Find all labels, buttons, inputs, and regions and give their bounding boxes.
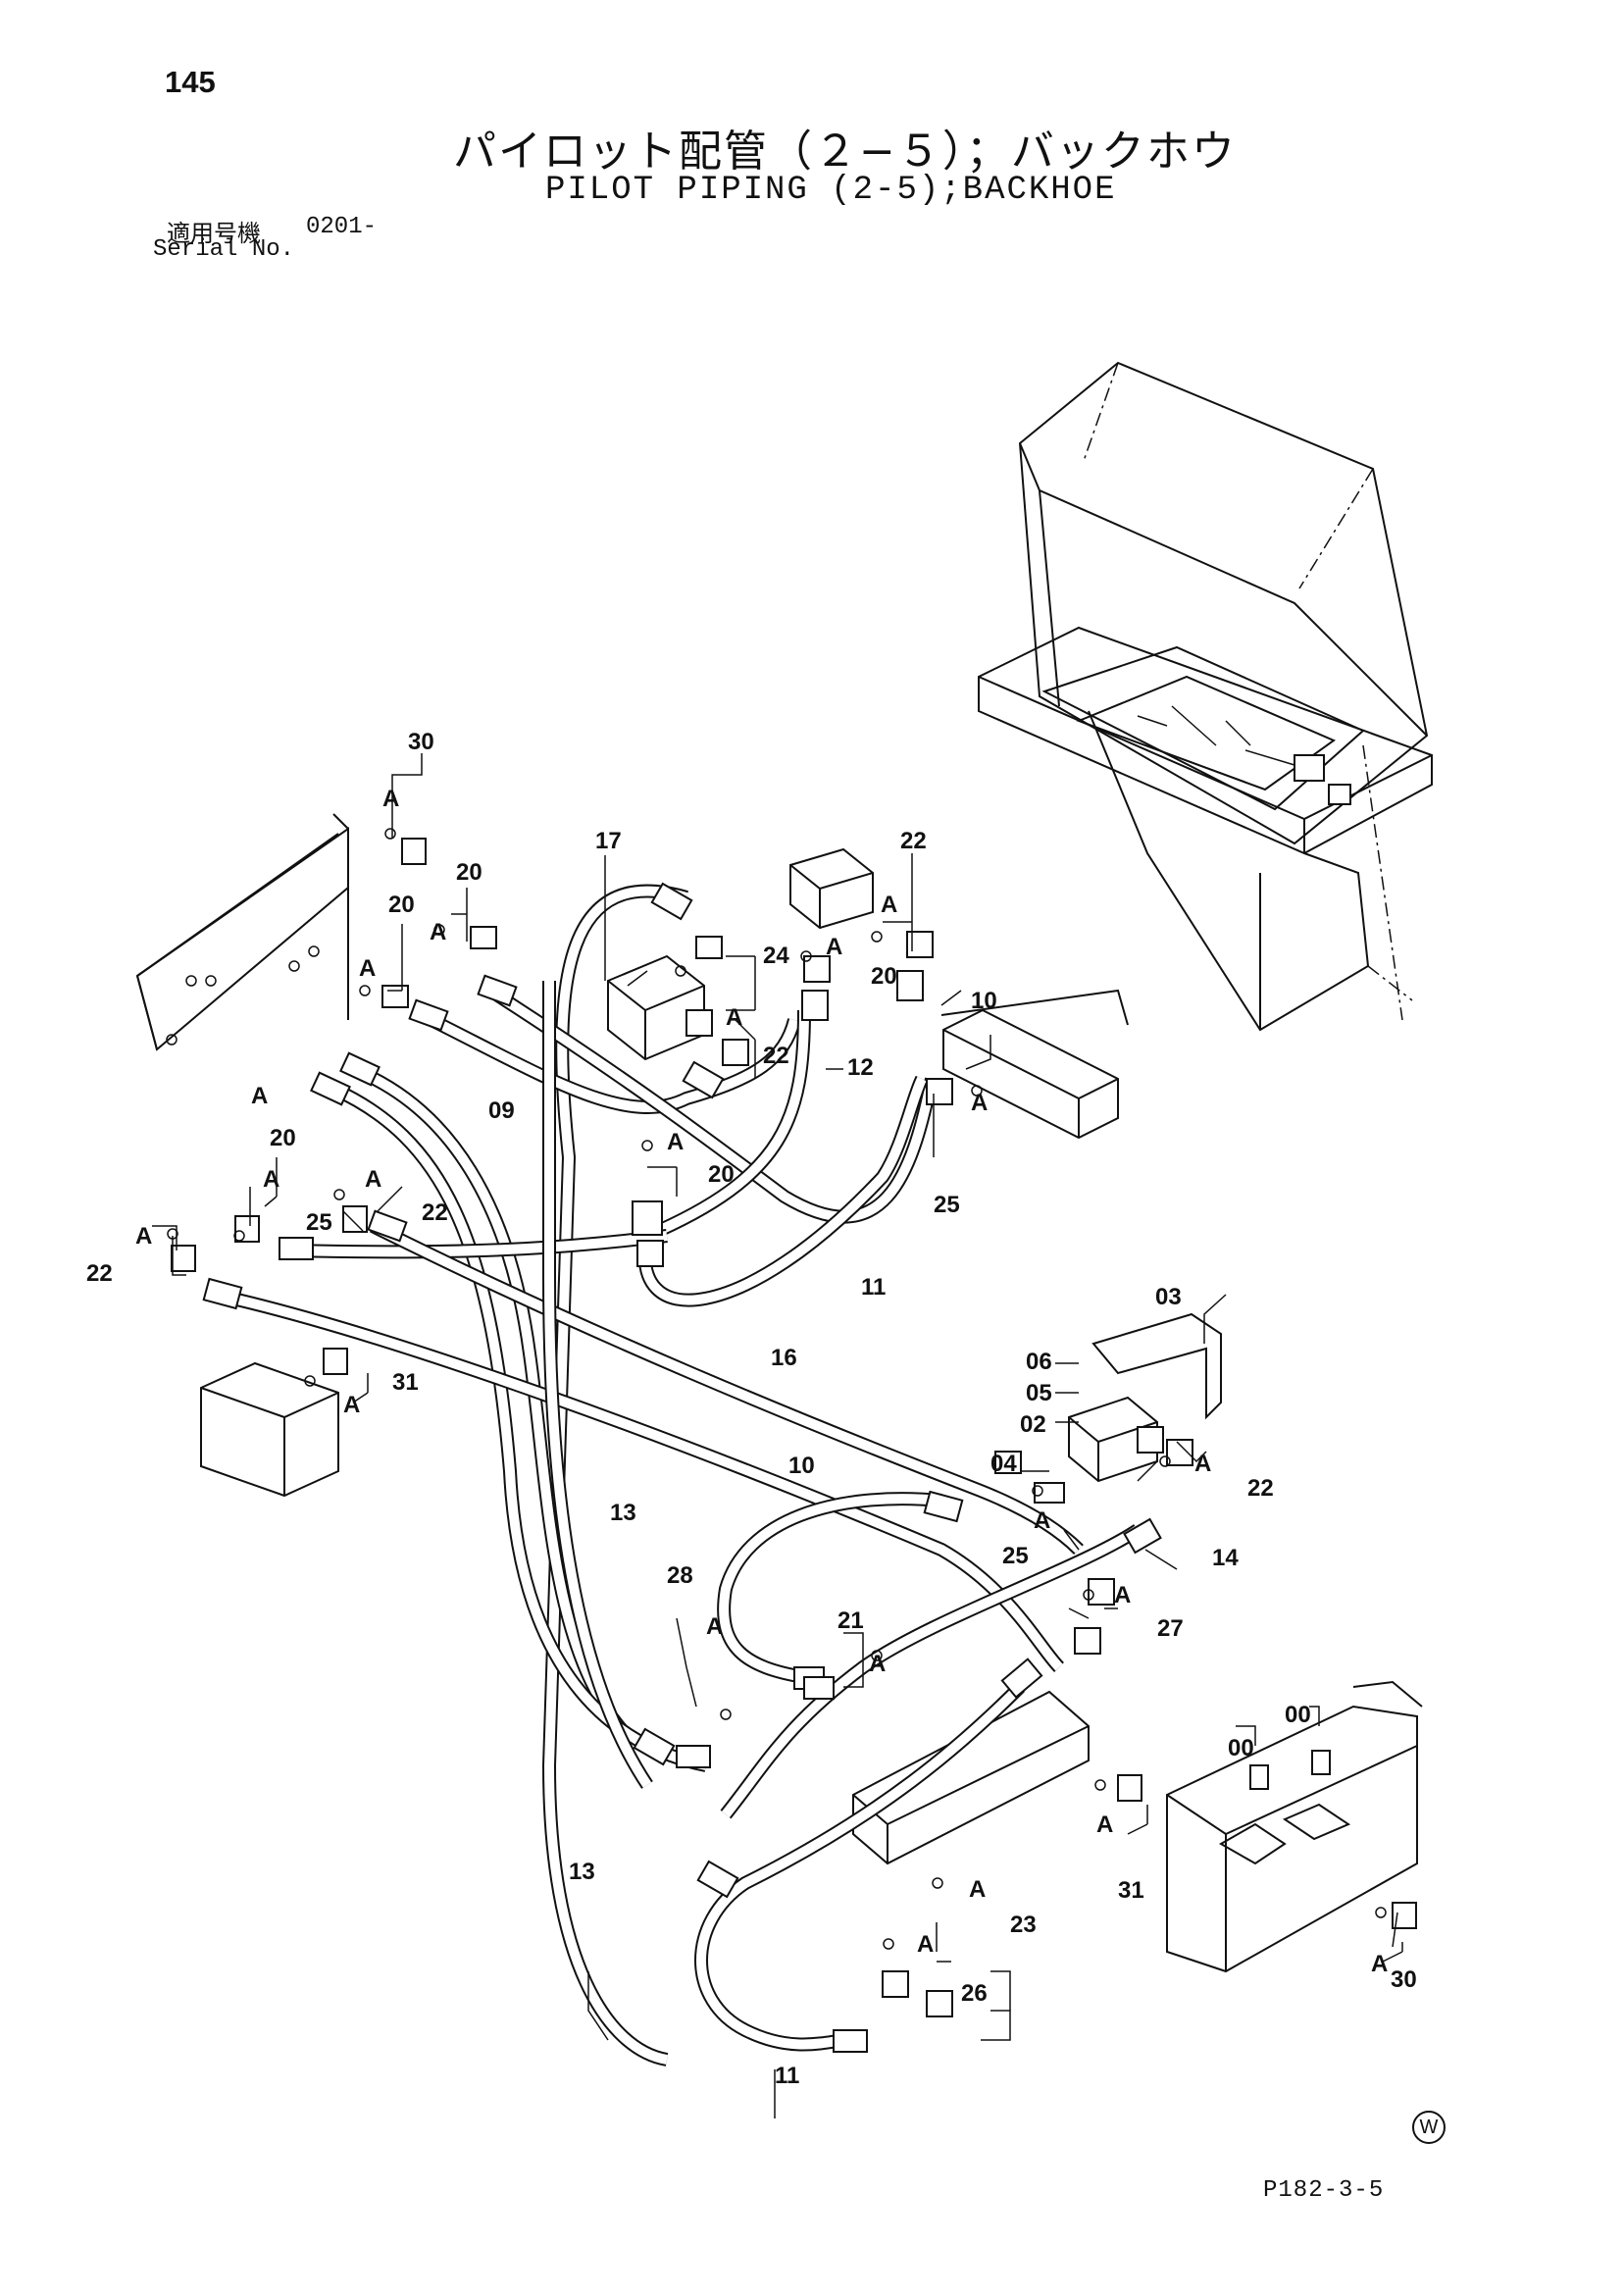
serial-label-english: Serial No.: [153, 236, 295, 263]
callout-02: 02: [1020, 1411, 1046, 1438]
detail-a-label: A: [343, 1392, 360, 1418]
callout-30-top: 30: [408, 729, 434, 755]
detail-a-markers: A A A A A A A A A A A A A A A A A A A A …: [135, 786, 1388, 1977]
callout-25-b: 25: [934, 1192, 960, 1218]
detail-a-label: A: [135, 1223, 152, 1250]
callout-00-a: 00: [1228, 1735, 1254, 1761]
callout-22-d: 22: [86, 1260, 113, 1287]
callout-20-e: 20: [270, 1125, 296, 1151]
callout-10-b: 10: [788, 1453, 815, 1479]
callout-13-b: 13: [569, 1859, 595, 1885]
callout-31-a: 31: [392, 1369, 419, 1396]
detail-a-label: A: [881, 892, 897, 918]
serial-label-japanese: 適用号機: [167, 220, 261, 247]
callout-20-b: 20: [388, 892, 415, 918]
callout-10-a: 10: [971, 988, 997, 1014]
callout-22-a: 22: [900, 828, 927, 854]
watermark-w-symbol: W: [1412, 2111, 1446, 2144]
detail-a-label: A: [359, 955, 376, 982]
callout-16: 16: [771, 1345, 797, 1371]
callout-00-b: 00: [1285, 1702, 1311, 1728]
callout-14: 14: [1212, 1545, 1239, 1571]
operator-console-drawing: [978, 361, 1433, 1032]
callout-25-a: 25: [306, 1209, 332, 1236]
callout-22-e: 22: [1247, 1475, 1274, 1502]
callout-20-a: 20: [456, 859, 482, 886]
detail-a-label: A: [667, 1129, 684, 1155]
detail-a-label: A: [382, 786, 399, 812]
detail-a-label: A: [917, 1931, 934, 1958]
page-number: 145: [165, 65, 216, 99]
callout-11-a: 11: [861, 1274, 886, 1301]
title-japanese: パイロット配管（２−５）；バックホウ: [453, 127, 1237, 177]
callout-28: 28: [667, 1562, 693, 1589]
callout-27: 27: [1157, 1615, 1184, 1642]
callout-04: 04: [990, 1451, 1017, 1477]
detail-a-label: A: [1096, 1811, 1113, 1838]
callout-25-c: 25: [1002, 1543, 1029, 1569]
detail-a-label: A: [726, 1004, 742, 1031]
part-callouts: 30 20 20 17 22 24 20 10 22 12 09 20 20 2…: [86, 729, 1417, 2089]
detail-a-label: A: [251, 1083, 268, 1109]
callout-20-c: 20: [871, 963, 897, 990]
leader-lines: [152, 753, 1403, 2118]
callout-05: 05: [1026, 1380, 1052, 1406]
fittings: [171, 838, 1417, 2053]
detail-a-label: A: [1034, 1507, 1050, 1534]
detail-a-label: A: [969, 1876, 986, 1903]
detail-a-label: A: [971, 1090, 988, 1116]
hoses: [214, 884, 1142, 2066]
drawing-reference: P182-3-5: [1263, 2177, 1385, 2204]
callout-22-c: 22: [422, 1199, 448, 1226]
callout-23: 23: [1010, 1912, 1037, 1938]
detail-a-label: A: [1371, 1951, 1388, 1977]
serial-value: 0201-: [306, 214, 378, 240]
detail-a-label: A: [263, 1166, 279, 1193]
callout-09: 09: [488, 1097, 515, 1124]
detail-a-label: A: [706, 1613, 723, 1640]
detail-a-label: A: [365, 1166, 381, 1193]
callout-06: 06: [1026, 1349, 1052, 1375]
callout-13-a: 13: [610, 1500, 636, 1526]
title-english: PILOT PIPING (2-5);BACKHOE: [545, 172, 1117, 209]
detail-a-label: A: [1114, 1582, 1131, 1608]
callout-11-b: 11: [775, 2063, 799, 2089]
callout-22-b: 22: [763, 1043, 789, 1069]
callout-20-d: 20: [708, 1161, 735, 1188]
callout-24: 24: [763, 943, 789, 969]
detail-a-label: A: [1194, 1451, 1211, 1477]
callout-30-bottom: 30: [1391, 1966, 1417, 1993]
left-manifold-block: [135, 813, 349, 1051]
detail-a-label: A: [826, 934, 842, 960]
callout-26: 26: [961, 1980, 988, 2007]
callout-31-b: 31: [1118, 1877, 1144, 1904]
callout-12: 12: [847, 1054, 874, 1081]
callout-21: 21: [837, 1607, 864, 1634]
callout-17: 17: [595, 828, 622, 854]
callout-03: 03: [1155, 1284, 1182, 1310]
